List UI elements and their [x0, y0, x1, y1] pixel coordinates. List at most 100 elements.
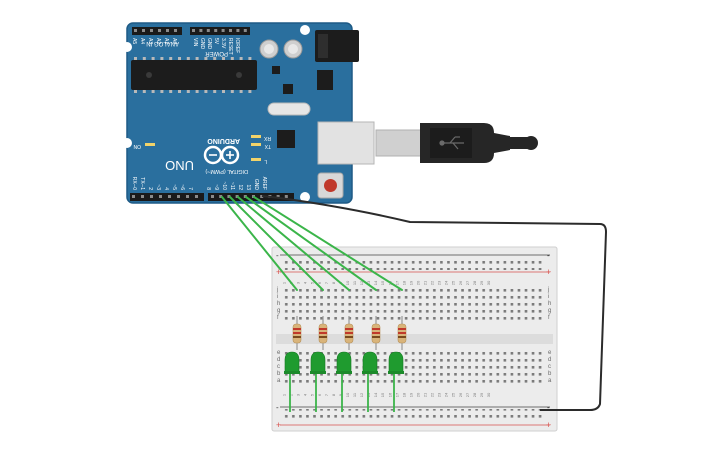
digital-pin-socket[interactable] — [284, 195, 288, 198]
chip-leg — [195, 90, 199, 93]
column-number-top: 30 — [486, 280, 491, 285]
reset-button-cap[interactable] — [324, 179, 337, 192]
column-number-bottom: 25 — [451, 392, 456, 397]
column-number-top: 8 — [331, 281, 336, 284]
power-pin-socket[interactable] — [229, 29, 232, 32]
leds[interactable] — [284, 351, 404, 412]
column-number-top: 6 — [317, 281, 322, 284]
rx-led — [251, 135, 261, 138]
digital-pin-socket[interactable] — [168, 195, 171, 198]
chip-leg — [204, 57, 208, 60]
chip-leg — [186, 90, 190, 93]
resistor-2[interactable] — [318, 316, 328, 350]
rail-minus-label-bottom-right: - — [547, 403, 550, 412]
led-3[interactable] — [336, 351, 352, 412]
digital-pin-socket[interactable] — [159, 195, 162, 198]
column-number-bottom: 9 — [338, 393, 343, 396]
digital-pin-socket[interactable] — [177, 195, 180, 198]
digital-pin-socket[interactable] — [141, 195, 144, 198]
resistor-5[interactable] — [397, 316, 407, 350]
column-number-top: 3 — [296, 281, 301, 284]
row-letter-right: d — [548, 357, 551, 363]
signal-wire-4[interactable] — [245, 196, 377, 291]
analog-pin-socket[interactable] — [158, 29, 161, 32]
power-pin-socket[interactable] — [236, 29, 240, 32]
led-4[interactable] — [362, 351, 378, 412]
digital-pin-socket[interactable] — [211, 195, 214, 198]
signal-wire-1[interactable] — [221, 196, 298, 291]
rail-minus-label-bottom-left: - — [276, 403, 279, 412]
atmega-chip — [131, 60, 257, 90]
signal-wire-2[interactable] — [229, 196, 324, 291]
power-pin-socket[interactable] — [206, 29, 210, 32]
chip-notch — [146, 72, 152, 78]
resistors[interactable] — [292, 316, 407, 350]
column-number-bottom: 28 — [472, 392, 477, 397]
power-pin-socket[interactable] — [214, 29, 218, 32]
digital-pin-socket[interactable] — [150, 195, 153, 198]
column-number-top: 12 — [359, 280, 364, 285]
row-letter-left: f — [277, 315, 279, 321]
led-2[interactable] — [310, 351, 326, 412]
resistor-3[interactable] — [344, 316, 354, 350]
rail-plus-label-bottom-right: + — [546, 420, 551, 430]
signal-wire-3[interactable] — [237, 196, 350, 291]
digital-pin-label: RX─0 — [131, 177, 137, 190]
column-number-bottom: 5 — [310, 393, 315, 396]
power-on-led — [145, 143, 155, 146]
resistor-4[interactable] — [371, 316, 381, 350]
usb-cable[interactable] — [317, 121, 538, 165]
column-number-top: 14 — [373, 280, 378, 285]
digital-pin-socket[interactable] — [227, 195, 231, 198]
row-letter-right: c — [548, 364, 551, 370]
power-pin-socket[interactable] — [199, 29, 203, 32]
analog-pin-socket[interactable] — [174, 29, 177, 32]
usb-cable-end — [524, 136, 538, 150]
row-letter-left: h — [277, 301, 280, 307]
column-number-bottom: 14 — [373, 392, 378, 397]
column-number-bottom: 8 — [331, 393, 336, 396]
chip-leg — [239, 57, 243, 60]
digital-pin-label: ~9 — [213, 184, 219, 190]
analog-pin-socket[interactable] — [166, 29, 169, 32]
led-5[interactable] — [388, 351, 404, 412]
power-pin-socket[interactable] — [221, 29, 225, 32]
digital-pin-socket[interactable] — [276, 195, 280, 198]
column-number-top: 18 — [401, 280, 406, 285]
digital-pin-socket[interactable] — [260, 195, 264, 198]
digital-pin-socket[interactable] — [219, 195, 223, 198]
column-number-bottom: 26 — [458, 392, 463, 397]
power-pin-socket[interactable] — [243, 29, 247, 32]
signal-wires[interactable] — [221, 196, 403, 291]
digital-pin-socket[interactable] — [195, 195, 198, 198]
chip-leg — [213, 90, 217, 93]
row-letter-right: e — [548, 350, 552, 356]
led-1[interactable] — [284, 351, 300, 412]
analog-pin-socket[interactable] — [150, 29, 153, 32]
chip-leg — [186, 57, 190, 60]
column-number-top: 5 — [310, 281, 315, 284]
signal-wire-5[interactable] — [253, 196, 403, 291]
rail-plus-label-top-left: + — [276, 267, 281, 277]
power-pin-socket[interactable] — [192, 29, 195, 32]
digital-pin-socket[interactable] — [186, 195, 189, 198]
row-letter-right: f — [548, 315, 550, 321]
column-number-bottom: 10 — [345, 392, 350, 397]
column-number-top: 29 — [479, 280, 484, 285]
pin-label: RESET — [227, 38, 233, 55]
analog-pin-socket[interactable] — [142, 29, 145, 32]
digital-pin-socket[interactable] — [132, 195, 135, 198]
column-number-top: 19 — [408, 280, 413, 285]
column-number-top: 27 — [465, 280, 470, 285]
digital-pin-socket[interactable] — [235, 195, 239, 198]
column-number-bottom: 29 — [479, 392, 484, 397]
usb-controller-chip — [277, 130, 295, 148]
ground-wire[interactable] — [261, 195, 607, 411]
analog-pin-socket[interactable] — [134, 29, 137, 32]
resistor-1[interactable] — [292, 316, 302, 350]
digital-pin-label: AREF — [261, 177, 267, 190]
chip-leg — [239, 90, 243, 93]
